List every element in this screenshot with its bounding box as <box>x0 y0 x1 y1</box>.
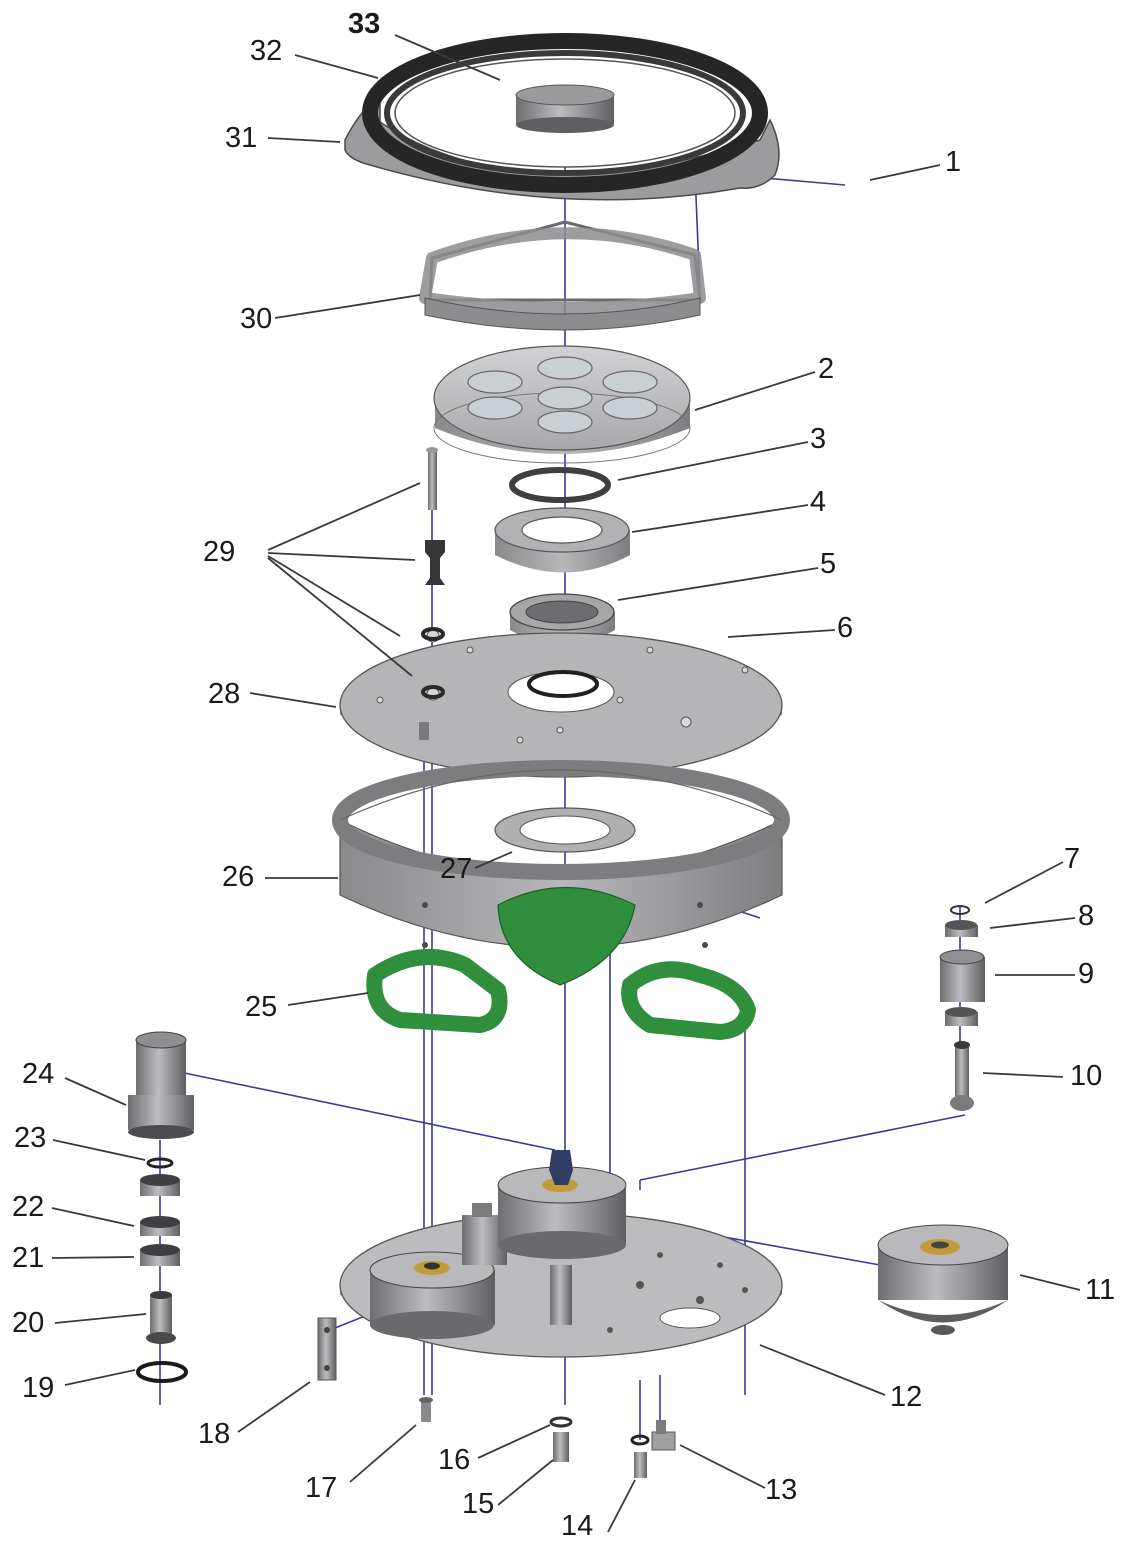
callout-26: 26 <box>222 861 255 893</box>
part-13-17-bottom-fasteners <box>419 1397 676 1478</box>
callout-2: 2 <box>818 353 835 385</box>
part-18-standoff <box>317 1317 337 1381</box>
part-25-green-belts <box>366 887 756 1040</box>
part-30-triangular-band <box>419 220 706 331</box>
callout-1: 1 <box>945 146 962 178</box>
callout-21: 21 <box>12 1242 45 1274</box>
part-28-main-disk <box>339 629 783 778</box>
part-3-thin-ring <box>509 467 611 503</box>
left-motor-unit <box>369 1251 495 1339</box>
part-2-carrier-plate <box>433 345 691 464</box>
part-33-centre-puck <box>515 84 615 133</box>
part-19-24-left-spindle-stack <box>128 1031 194 1383</box>
callout-32: 32 <box>250 35 283 67</box>
leader-lines <box>51 34 1081 1533</box>
callout-10: 10 <box>1070 1060 1103 1092</box>
callout-7: 7 <box>1064 843 1081 875</box>
callout-19: 19 <box>22 1372 55 1404</box>
part-29-pin-set <box>421 447 445 699</box>
callout-13: 13 <box>765 1474 798 1506</box>
callout-23: 23 <box>14 1122 47 1154</box>
callout-17: 17 <box>305 1472 338 1504</box>
callout-27: 27 <box>440 853 473 885</box>
callout-6: 6 <box>837 612 854 644</box>
callout-12: 12 <box>890 1381 923 1413</box>
callout-30: 30 <box>240 303 273 335</box>
callout-5: 5 <box>820 548 837 580</box>
callout-14: 14 <box>561 1510 594 1542</box>
callout-29: 29 <box>203 536 236 568</box>
callout-11: 11 <box>1085 1274 1116 1306</box>
callout-9: 9 <box>1078 958 1095 990</box>
callout-8: 8 <box>1078 900 1095 932</box>
callout-31: 31 <box>225 122 258 154</box>
callout-22: 22 <box>12 1191 45 1223</box>
callout-25: 25 <box>245 991 278 1023</box>
part-11-motor <box>877 1224 1009 1335</box>
centre-motor-unit <box>497 1150 627 1325</box>
callout-20: 20 <box>12 1307 45 1339</box>
callout-28: 28 <box>208 678 241 710</box>
part-27-inner-flange <box>494 807 636 853</box>
part-4-bearing-housing <box>494 507 630 573</box>
callout-18: 18 <box>198 1418 231 1450</box>
part-7-10-right-spindle-stack <box>939 905 985 1111</box>
callout-3: 3 <box>810 423 827 455</box>
callout-15: 15 <box>462 1488 495 1520</box>
callout-4: 4 <box>810 486 827 518</box>
callout-33: 33 <box>348 8 381 40</box>
part-32-gasket-ring <box>362 33 768 193</box>
part-26-outer-band <box>332 760 790 965</box>
callout-16: 16 <box>438 1444 471 1476</box>
callout-24: 24 <box>22 1058 55 1090</box>
